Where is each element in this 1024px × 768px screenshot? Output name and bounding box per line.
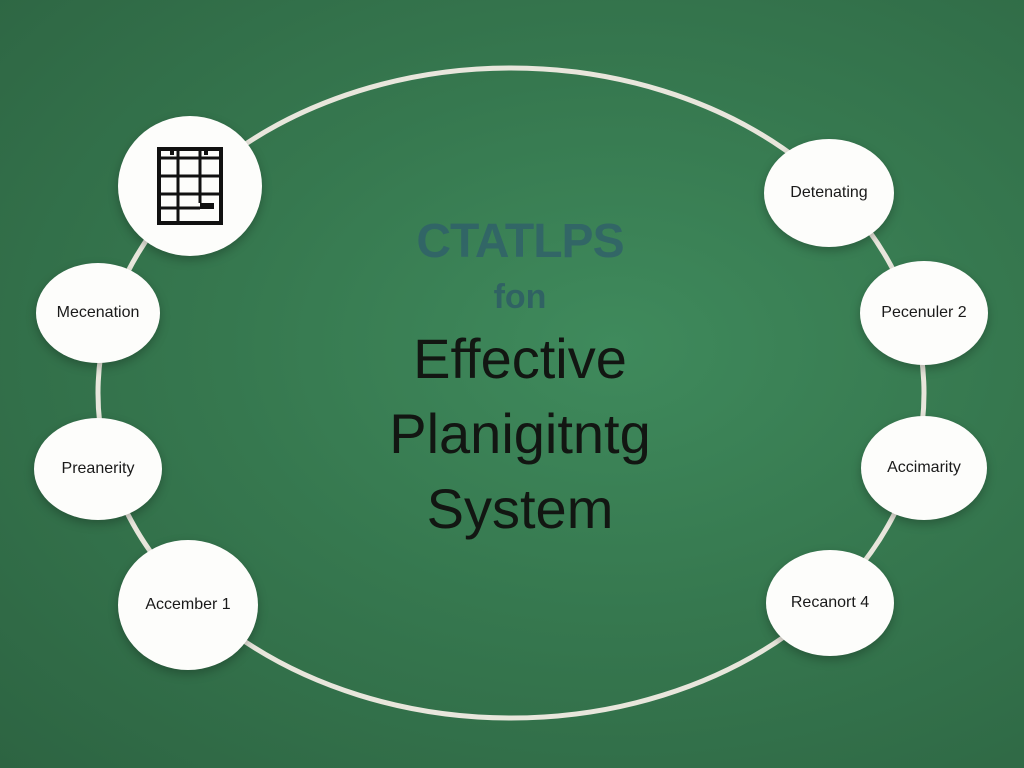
node-label: Mecenation: [56, 304, 140, 321]
node-accember: Accember 1: [118, 540, 258, 670]
node-label: Recanort 4: [790, 594, 870, 611]
connector-word: fon: [493, 278, 547, 316]
node-mecenation: Mecenation: [36, 263, 160, 363]
title-line-1: Effective: [413, 327, 627, 390]
node-label: Accimarity: [887, 459, 961, 476]
title-line-3: System: [426, 477, 614, 540]
cycle-ring-path: [95, 65, 927, 721]
node-label: Detenating: [790, 184, 868, 201]
brand-heading: CTATLPS: [416, 215, 624, 268]
node-accimarity: Accimarity: [861, 416, 987, 520]
node-pecenuler: Pecenuler 2: [860, 261, 988, 365]
node-label: Preanerity: [61, 460, 135, 477]
title-line-2: Planigitntg: [389, 402, 651, 465]
node-label: Pecenuler 2: [881, 304, 967, 321]
node-detenating: Detenating: [764, 139, 894, 247]
node-label: Accember 1: [145, 596, 231, 613]
node-recanort: Recanort 4: [766, 550, 894, 656]
calendar-grid-icon: [157, 147, 223, 225]
node-preanerity: Preanerity: [34, 418, 162, 520]
calendar-node: [118, 116, 262, 256]
